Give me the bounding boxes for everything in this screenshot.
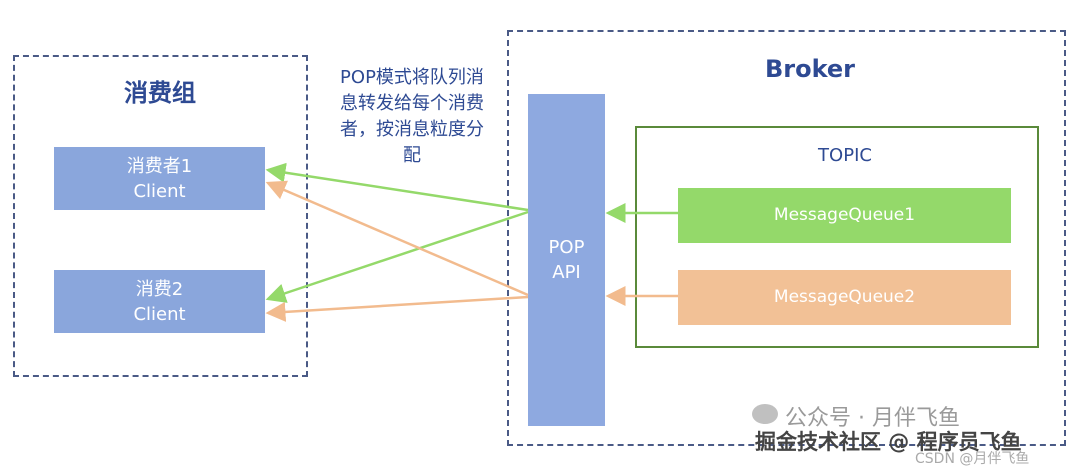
- consumer-group-title: 消费组: [124, 79, 196, 107]
- pop-api-line-2: API: [552, 262, 581, 283]
- pop-mode-annotation: POP模式将队列消 息转发给每个消费 者，按消息粒度分 配: [322, 65, 502, 169]
- broker-title: Broker: [764, 55, 856, 83]
- watermark-juejin: 掘金技术社区 @ 程序员飞鱼: [755, 430, 1022, 454]
- message-queue-2: MessageQueue2: [678, 270, 1011, 325]
- consumer-1-type: Client: [133, 180, 186, 202]
- arrow-pop-to-consumer2-green: [265, 210, 529, 303]
- arrow-pop-to-consumer1-orange: [265, 180, 529, 297]
- consumer-2-client: 消费2 Client: [54, 270, 265, 333]
- consumer-2-name: 消费2: [135, 278, 184, 300]
- consumer-group-container: [13, 55, 308, 377]
- message-queue-1: MessageQueue1: [678, 188, 1011, 243]
- annotation-line-1: POP模式将队列消: [340, 67, 484, 88]
- arrow-pop-to-consumer1-green: [265, 162, 529, 212]
- wechat-icon: [752, 404, 778, 424]
- pop-api-line-1: POP: [548, 237, 585, 258]
- message-queue-1-label: MessageQueue1: [773, 205, 916, 225]
- annotation-line-3: 者，按消息粒度分: [340, 119, 484, 140]
- annotation-line-2: 息转发给每个消费: [340, 93, 484, 114]
- topic-title: TOPIC: [818, 145, 872, 166]
- consumer-2-type: Client: [133, 303, 186, 325]
- consumer-1-name: 消费者1: [126, 155, 193, 177]
- watermark-csdn: CSDN @月伴飞鱼: [915, 451, 1030, 467]
- arrow-pop-to-consumer2-orange: [265, 295, 529, 322]
- watermark-official-account: 公众号 · 月伴飞鱼: [785, 406, 960, 431]
- message-queue-2-label: MessageQueue2: [773, 287, 916, 307]
- annotation-line-4: 配: [403, 145, 421, 166]
- topic-container: [635, 126, 1039, 348]
- broker-container: [507, 30, 1066, 446]
- consumer-1-client: 消费者1 Client: [54, 147, 265, 210]
- pop-api-box: POP API: [528, 94, 605, 426]
